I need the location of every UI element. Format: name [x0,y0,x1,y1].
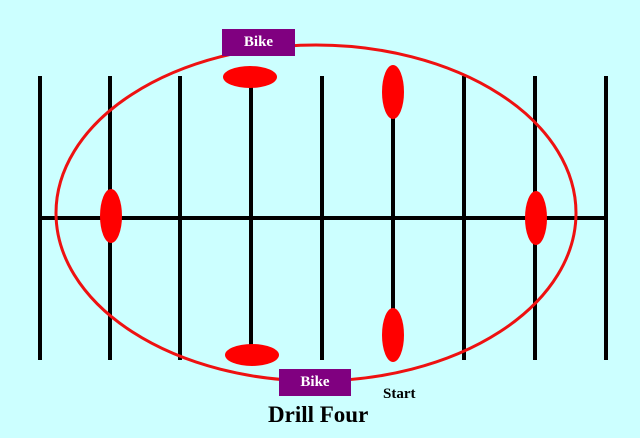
cone-mid-left [100,189,122,243]
circuit-loop [54,43,578,383]
start-label: Start [383,386,416,402]
drill-title: Drill Four [268,402,369,427]
cone-top-right [382,65,404,119]
bike-label-top: Bike [222,29,295,56]
cone-top-left [223,66,277,88]
field-lines [38,76,608,360]
bike-label-bottom: Bike [279,369,351,396]
cone-mid-right [525,191,547,245]
cones [100,65,547,366]
cone-bottom-right [382,308,404,362]
cone-bottom-left [225,344,279,366]
